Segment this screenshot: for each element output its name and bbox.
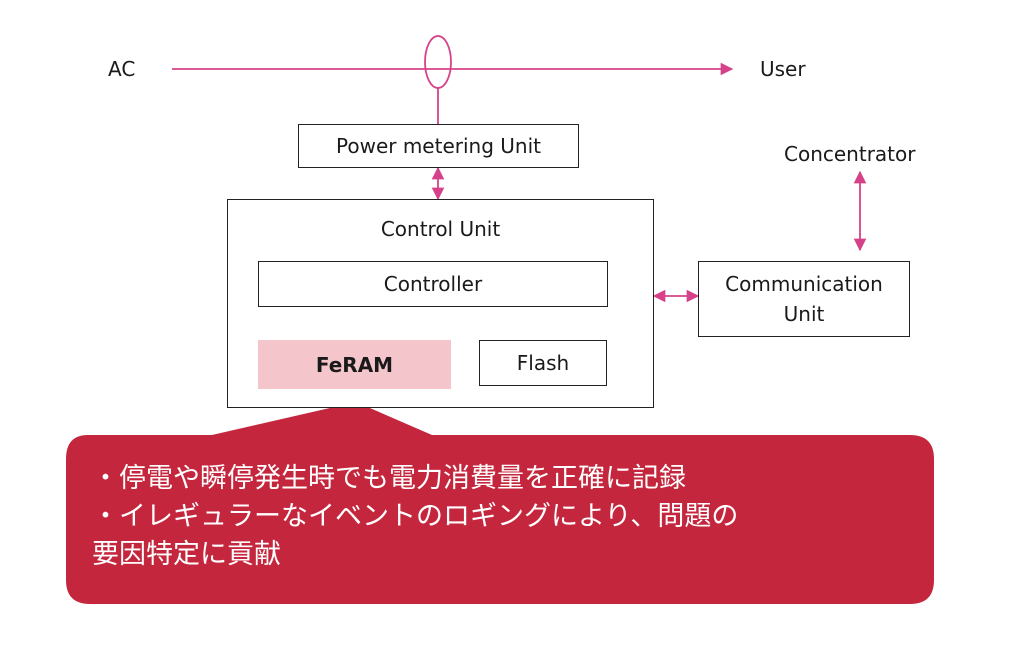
callout-line-2: ・イレギュラーなイベントのロギングにより、問題の [92,501,739,532]
callout-bubble [66,402,934,604]
feram-label: FeRAM [315,352,394,377]
communication-unit-label-line2: Unit [783,302,825,326]
power-metering-unit-label: Power metering Unit [336,134,541,158]
communication-unit-label-line1: Communication [725,272,883,296]
concentrator-label: Concentrator [784,142,916,166]
current-sensor-icon [424,35,452,89]
control-unit-label: Control Unit [380,217,501,241]
callout-line-3: 要因特定に貢献 [92,539,281,570]
controller-box: Controller [258,261,608,307]
callout-text: ・停電や瞬停発生時でも電力消費量を正確に記録 ・イレギュラーなイベントのロギング… [92,460,922,574]
user-label: User [760,57,806,81]
callout-line-1: ・停電や瞬停発生時でも電力消費量を正確に記録 [92,463,686,494]
controller-label: Controller [383,272,483,296]
feram-box: FeRAM [258,340,451,389]
flash-box: Flash [479,340,607,386]
ac-label: AC [108,57,136,81]
flash-label: Flash [516,351,570,375]
communication-unit-box: Communication Unit [698,261,910,337]
power-metering-unit-box: Power metering Unit [298,124,579,168]
